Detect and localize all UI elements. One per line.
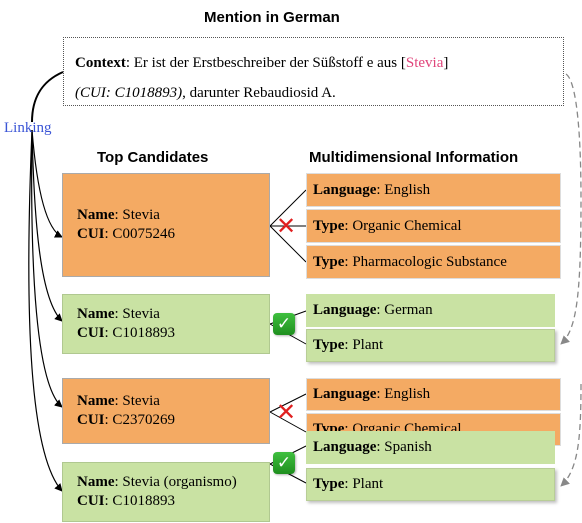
info-value: : Plant [344,476,384,492]
info-box: Language: English [306,378,561,411]
info-box: Language: Spanish [306,431,555,464]
name-label: Name [77,474,115,490]
branch-lines-3 [269,393,307,433]
info-label: Type [313,476,345,492]
info-box: Type: Organic Chemical [306,209,561,243]
cui-label: CUI [77,226,105,242]
candidate-card-1: Name: Stevia CUI: C0075246 [62,173,270,277]
info-value: : English [376,181,431,198]
info-value: : Spanish [376,439,432,455]
info-label: Language [313,302,377,318]
info-label: Type [313,253,345,270]
column-heading-candidates: Top Candidates [97,149,209,166]
candidate-card-4: Name: Stevia (organismo) CUI: C1018893 [62,462,270,522]
linking-arc-1 [31,129,63,238]
cross-mark-icon: ✕ [276,398,297,426]
context-label: Context [75,55,126,71]
candidate-cui: : C0075246 [104,226,175,242]
info-value: : Organic Chemical [344,217,462,234]
info-label: Language [313,386,377,402]
context-text-before: : Er ist der Erstbeschreiber der Süßstof… [125,55,406,71]
dashed-arrow-2 [560,383,582,487]
candidate-card-3: Name: Stevia CUI: C2370269 [62,378,270,444]
dashed-arrow-1 [560,73,582,345]
info-value: : Plant [344,337,384,353]
header-title: Mention in German [204,9,340,26]
info-value: : German [376,302,433,318]
linking-arc-4 [28,129,63,492]
cross-mark-icon: ✕ [276,212,297,240]
info-box: Language: German [306,294,555,327]
candidate-name: : Stevia [114,207,160,223]
linking-arc-3 [31,129,63,408]
candidate-name: : Stevia [114,306,160,322]
check-mark-icon: ✓ [273,313,295,335]
context-box: Context: Er ist der Erstbeschreiber der … [63,37,564,106]
info-box: Type: Plant [306,329,555,362]
info-label: Language [313,439,377,455]
candidate-name: : Stevia (organismo) [114,474,237,490]
cui-label: CUI [77,412,105,428]
check-mark-icon: ✓ [273,452,295,474]
linking-arc-2 [31,129,63,322]
info-value: : Pharmacologic Substance [344,253,507,270]
cui-label: CUI [77,325,105,341]
info-box: Language: English [306,173,561,207]
context-mention: Stevia [405,55,444,71]
name-label: Name [77,207,115,223]
linking-arc-main [31,71,64,123]
info-label: Type [313,337,345,353]
candidate-card-2: Name: Stevia CUI: C1018893 [62,294,270,354]
candidate-cui: : C1018893 [104,325,175,341]
info-label: Language [313,181,377,198]
linking-label: Linking [4,120,52,136]
info-label: Type [313,217,345,234]
info-box: Type: Pharmacologic Substance [306,245,561,279]
info-box: Type: Plant [306,468,555,501]
column-heading-info: Multidimensional Information [309,149,519,166]
candidate-cui: : C2370269 [104,412,175,428]
branch-lines-1 [269,189,307,263]
candidate-cui: : C1018893 [104,493,175,509]
info-value: : English [376,386,431,402]
name-label: Name [77,393,115,409]
candidate-name: : Stevia [114,393,160,409]
context-text-end: , darunter Rebaudiosid A. [182,85,336,101]
context-cui-note: (CUI: C1018893) [75,85,183,101]
cui-label: CUI [77,493,105,509]
context-bracket: ] [443,55,449,71]
name-label: Name [77,306,115,322]
